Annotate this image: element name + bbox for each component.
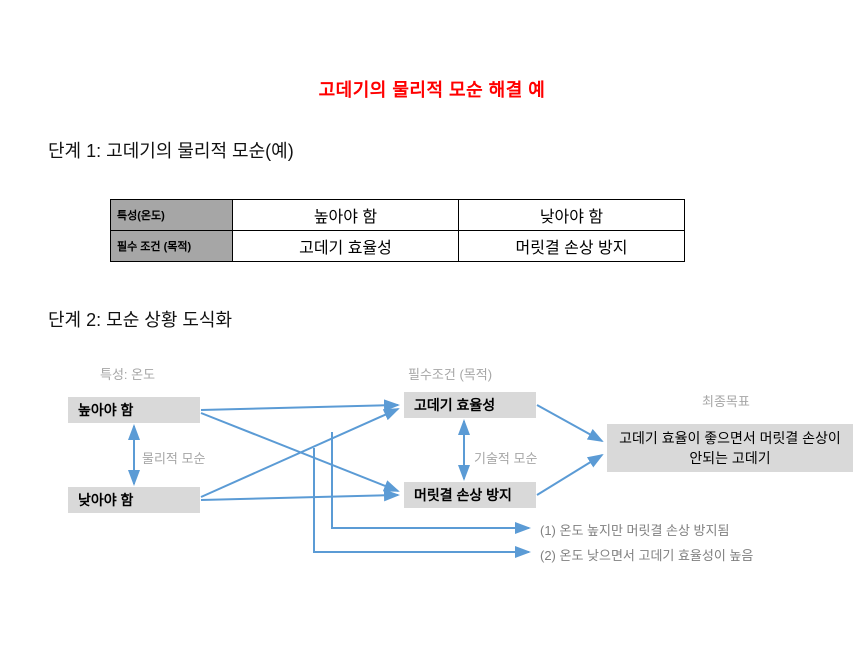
arrow-efficiency-to-goal xyxy=(536,404,604,442)
arrow-damage-to-goal xyxy=(536,453,604,496)
column-label-characteristic: 특성: 온도 xyxy=(100,367,156,382)
column-label-requirement: 필수조건 (목적) xyxy=(408,367,493,382)
table-row-header: 필수 조건 (목적) xyxy=(110,230,233,262)
arrow-low-to-efficiency xyxy=(200,408,400,498)
label-technical-contradiction: 기술적 모순 xyxy=(474,451,538,466)
table-cell: 높아야 함 xyxy=(232,199,459,231)
annotation-1: (1) 온도 높지만 머릿결 손상 방지됨 xyxy=(540,523,730,538)
arrow-to-annotation-1 xyxy=(331,432,531,534)
step1-heading: 단계 1: 고데기의 물리적 모순(예) xyxy=(48,141,294,161)
arrow-high-to-damage xyxy=(200,412,400,492)
node-temperature-high: 높아야 함 xyxy=(68,397,200,423)
node-final-goal: 고데기 효율이 좋으면서 머릿결 손상이 안되는 고데기 xyxy=(607,424,853,472)
table-cell: 머릿결 손상 방지 xyxy=(458,230,685,262)
table-cell: 고데기 효율성 xyxy=(232,230,459,262)
arrow-low-to-damage xyxy=(200,489,400,502)
table-cell: 낮아야 함 xyxy=(458,199,685,231)
node-efficiency: 고데기 효율성 xyxy=(404,392,536,418)
page-title: 고데기의 물리적 모순 해결 예 xyxy=(318,80,546,100)
annotation-2: (2) 온도 낮으면서 고데기 효율성이 높음 xyxy=(540,548,754,563)
table-row: 특성(온도) 높아야 함 낮아야 함 xyxy=(110,199,685,231)
column-label-final-goal: 최종목표 xyxy=(702,394,750,409)
label-physical-contradiction: 물리적 모순 xyxy=(142,451,206,466)
contradiction-table: 특성(온도) 높아야 함 낮아야 함 필수 조건 (목적) 고데기 효율성 머릿… xyxy=(110,199,685,262)
step2-heading: 단계 2: 모순 상황 도식화 xyxy=(48,310,233,330)
table-row: 필수 조건 (목적) 고데기 효율성 머릿결 손상 방지 xyxy=(110,230,685,262)
arrow-high-to-efficiency xyxy=(200,399,400,412)
node-temperature-low: 낮아야 함 xyxy=(68,487,200,513)
node-damage-prevention: 머릿결 손상 방지 xyxy=(404,482,536,508)
table-row-header: 특성(온도) xyxy=(110,199,233,231)
